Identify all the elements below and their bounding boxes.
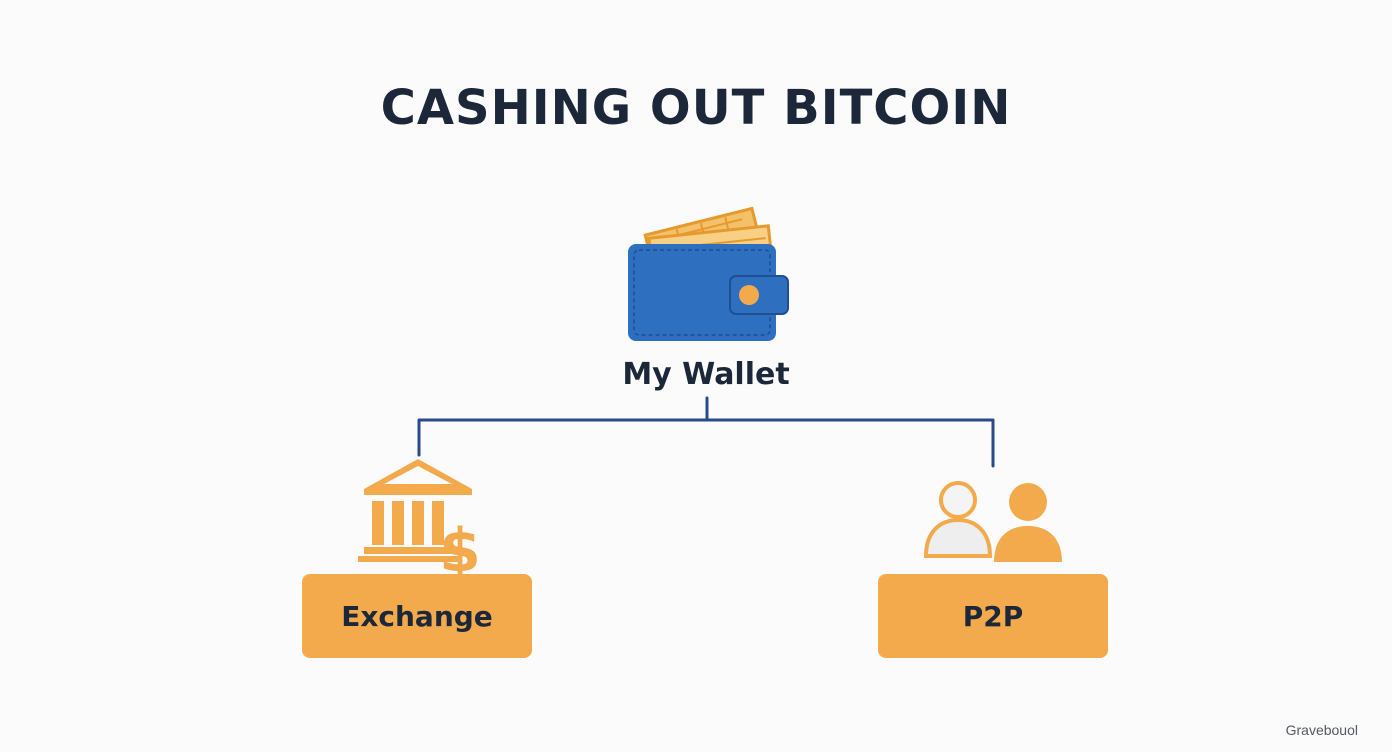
exchange-label: Exchange xyxy=(341,599,493,633)
wallet-label: My Wallet xyxy=(622,357,790,392)
watermark: Gravebouol xyxy=(1285,722,1358,738)
svg-text:$: $ xyxy=(439,516,481,577)
p2p-label: P2P xyxy=(962,599,1024,633)
wallet-icon xyxy=(620,200,800,355)
exchange-box: Exchange xyxy=(302,574,532,658)
people-icon xyxy=(918,476,1068,571)
p2p-box: P2P xyxy=(878,574,1108,658)
bank-dollar-icon: $ xyxy=(356,455,496,586)
diagram-title: CASHING OUT BITCOIN xyxy=(380,80,1012,136)
